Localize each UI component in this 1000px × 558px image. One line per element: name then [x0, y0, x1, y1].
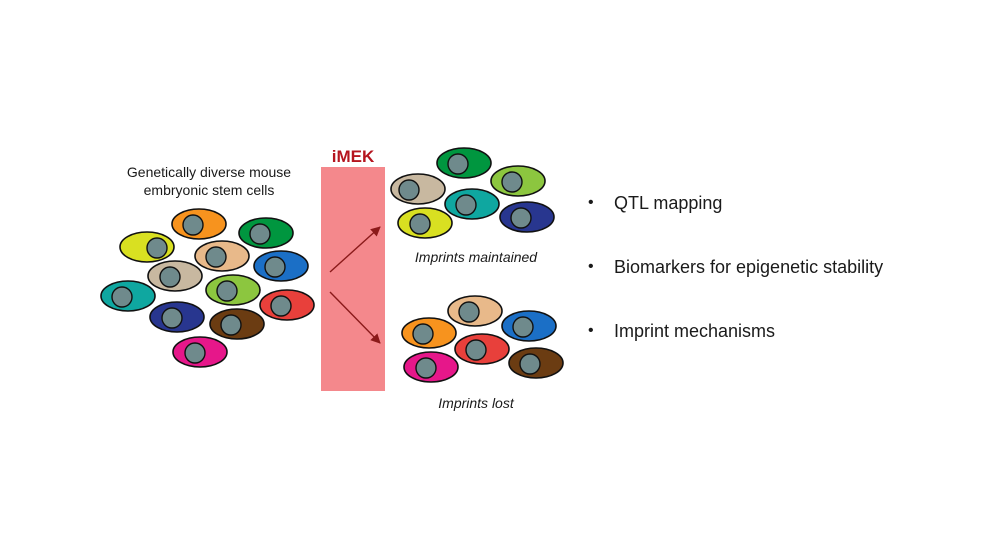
left-caption-line2: embryonic stem cells — [143, 182, 275, 198]
application-item-label: QTL mapping — [614, 193, 723, 213]
arrow-to-lost — [329, 291, 381, 344]
cell-green-1 — [238, 217, 294, 249]
application-item: • QTL mapping — [588, 192, 883, 214]
applications-list: • QTL mapping • Biomarkers for epigeneti… — [588, 192, 883, 384]
bullet-icon: • — [588, 258, 594, 275]
cell-yellow-2 — [397, 207, 453, 239]
application-item-label: Imprint mechanisms — [614, 321, 776, 341]
cell-tan-1 — [194, 240, 250, 272]
cell-green-2 — [436, 147, 492, 179]
cell-lime-1 — [205, 274, 261, 306]
cell-blue-2 — [501, 310, 557, 342]
bullet-icon: • — [588, 322, 594, 339]
left-caption: Genetically diverse mouse embryonic stem… — [104, 163, 314, 199]
cell-brown-2 — [508, 347, 564, 379]
imek-process-bar — [321, 167, 385, 391]
arrow-to-maintained — [329, 226, 381, 273]
cell-magenta-1 — [172, 336, 228, 368]
application-item: • Imprint mechanisms — [588, 320, 883, 342]
cell-cluster-maintained — [390, 147, 555, 239]
cell-yellow-1 — [119, 231, 175, 263]
cell-cluster-lost — [401, 295, 564, 383]
bullet-icon: • — [588, 194, 594, 211]
cell-magenta-2 — [403, 351, 459, 383]
cell-teal-2 — [444, 188, 500, 220]
imprints-lost-label: Imprints lost — [438, 395, 514, 411]
cell-beige-1 — [147, 260, 203, 292]
cell-beige-2 — [390, 173, 446, 205]
cell-orange-2 — [401, 317, 457, 349]
cell-cluster-diverse — [100, 208, 315, 368]
cell-teal-1 — [100, 280, 156, 312]
cell-navy-1 — [149, 301, 205, 333]
left-caption-line1: Genetically diverse mouse — [126, 164, 292, 180]
cell-red-2 — [454, 333, 510, 365]
cell-navy-2 — [499, 201, 555, 233]
application-item: • Biomarkers for epigenetic stability — [588, 256, 883, 278]
imek-label: iMEK — [331, 147, 375, 166]
cell-blue-1 — [253, 250, 309, 282]
cell-lime-2 — [490, 165, 546, 197]
cell-brown-1 — [209, 308, 265, 340]
imprints-maintained-label: Imprints maintained — [414, 249, 538, 265]
cell-red-1 — [259, 289, 315, 321]
cell-tan-2 — [447, 295, 503, 327]
cell-orange-1 — [171, 208, 227, 240]
application-item-label: Biomarkers for epigenetic stability — [614, 257, 884, 277]
